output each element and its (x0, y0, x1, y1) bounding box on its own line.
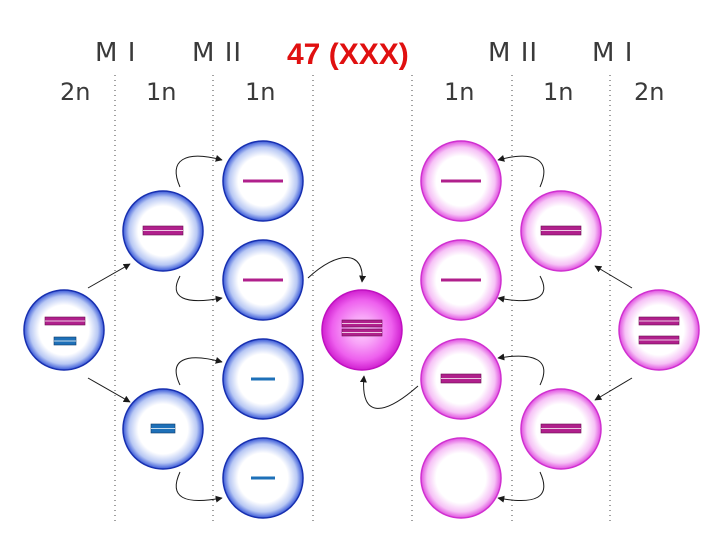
chromatid-y (251, 476, 275, 480)
zygote-xxx (321, 289, 403, 371)
cell-egg-empty (420, 437, 502, 519)
paternal-cells (23, 140, 304, 519)
arrows (87, 154, 633, 503)
ploidy-label-1n-right-a: 1n (444, 78, 475, 106)
ploidy-label-2n-left: 2n (60, 78, 91, 106)
chromatid-x (243, 179, 283, 183)
cell-maternal-2n (618, 289, 700, 371)
cell-maternal-1n-lower (520, 388, 602, 470)
ploidy-label-1n-left-a: 1n (146, 78, 177, 106)
cell-sperm-y-2 (222, 437, 304, 519)
arrow-mii-left-4 (175, 471, 223, 503)
arrow-mi-left-up (87, 263, 131, 289)
arrow-mii-right-2 (497, 275, 545, 303)
cell-egg-xx (420, 338, 502, 420)
arrow-mii-left-3 (175, 356, 223, 386)
chromatid-x (243, 278, 283, 282)
cell-paternal-1n-x (122, 190, 204, 272)
arrow-mi-left-down (87, 377, 131, 403)
ploidy-label-1n-right-b: 1n (543, 78, 574, 106)
chromatid-y (251, 377, 275, 381)
maternal-cells (420, 140, 700, 519)
arrow-mii-right-4 (497, 471, 545, 503)
cell-sperm-y-1 (222, 338, 304, 420)
cell-paternal-1n-y (122, 388, 204, 470)
cell-egg-1 (420, 140, 502, 222)
phase-label-mi-right: M I (592, 38, 634, 68)
ploidy-label-1n-left-b: 1n (245, 78, 276, 106)
arrow-mii-right-1 (497, 154, 545, 188)
phase-label-mi-left: M I (95, 38, 137, 68)
arrow-mii-left-1 (175, 154, 223, 188)
arrow-mi-right-down (594, 377, 633, 401)
chromatid-x (441, 179, 481, 183)
ploidy-label-2n-right: 2n (634, 78, 665, 106)
arrow-mii-left-2 (175, 275, 223, 303)
arrow-mi-right-up (594, 265, 633, 289)
phase-label-mii-right: M II (488, 38, 539, 68)
cell-maternal-1n-upper (520, 190, 602, 272)
result-label: 47 (XXX) (287, 38, 409, 71)
chromatid-x (441, 278, 481, 282)
phase-label-mii-left: M II (192, 38, 243, 68)
cell-egg-2 (420, 239, 502, 321)
arrow-sperm-to-zygote (307, 257, 367, 283)
arrow-mii-right-3 (497, 353, 545, 386)
cell-sperm-x-1 (222, 140, 304, 222)
arrow-egg-to-zygote (359, 375, 419, 409)
cell-paternal-2n (23, 289, 105, 371)
cell-sperm-x-2 (222, 239, 304, 321)
